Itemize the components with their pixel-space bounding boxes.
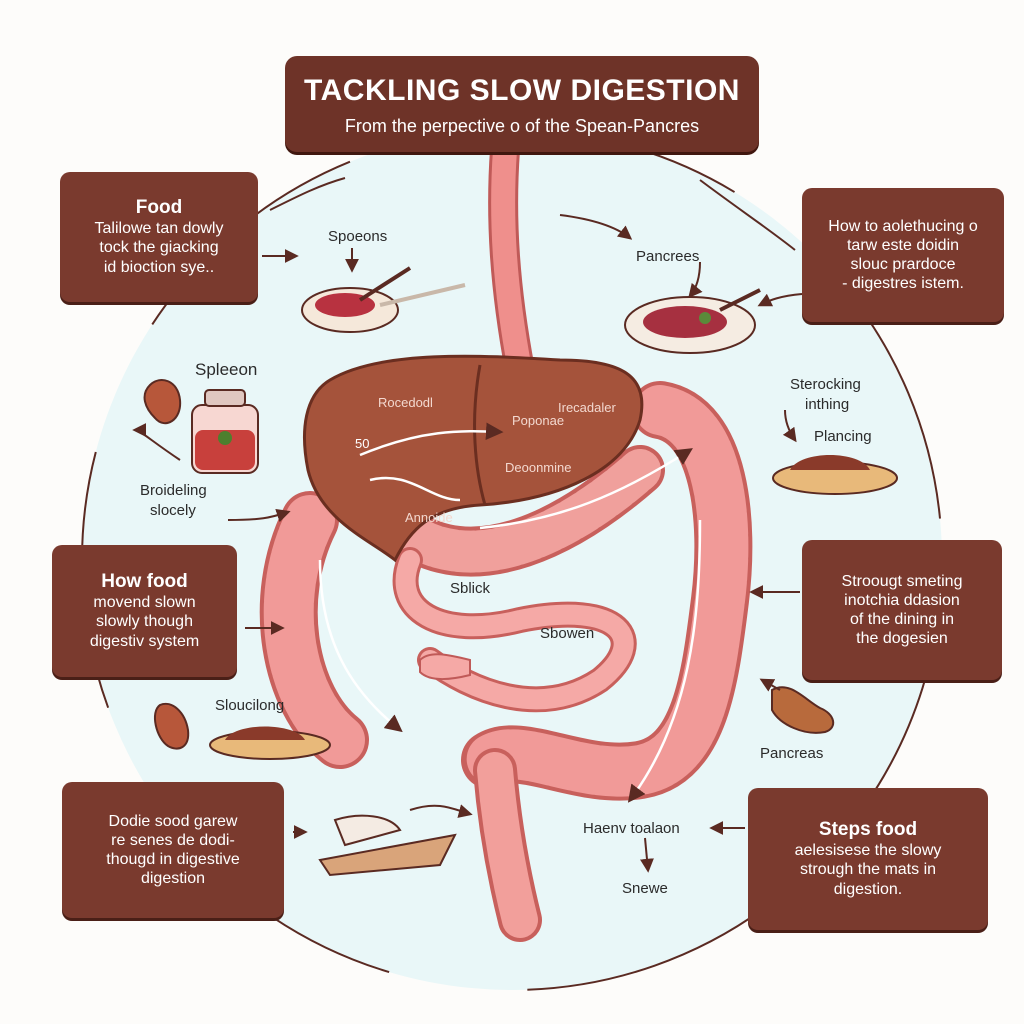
info-box-bottom-left: Dodie sood garew re senes de dodi- thoug… [62,782,284,918]
label-pancrees: Pancrees [636,248,700,265]
label-harvest: Haenv toalaon [583,820,680,837]
label-planning: Plancing [814,428,872,445]
box-text: of the dining in [849,611,955,628]
label-snewe: Snewe [622,880,668,897]
box-text: slowly though [96,613,193,631]
food-bowl-icon [301,266,466,333]
box-text: digestion. [833,880,903,898]
label-broadening: Broideling [140,482,207,499]
title-banner: TACKLING SLOW DIGESTION From the perpect… [285,56,759,152]
box-text: thougd in digestive [106,851,240,868]
page-title: TACKLING SLOW DIGESTION [304,74,740,107]
box-heading: Food [135,197,183,219]
box-text: digestion [140,870,206,888]
box-text: tock the giacking [99,239,219,257]
pancreas-icon [771,686,835,734]
label-pancreas: Pancreas [760,745,824,762]
label-shown: Sbowen [540,625,595,642]
info-box-mid-right: Stroougt smeting inotchia ddasion of the… [802,540,1002,680]
box-text: Stroougt smeting [841,572,963,590]
liver-label-e: Annoide [405,510,453,525]
box-heading: Steps food [818,819,918,841]
label-stretching: Sterocking [790,376,861,393]
box-text: tarw este doidin [846,236,960,254]
label-slowly: slocely [150,502,196,519]
liver-label-a: Rocedodl [378,395,433,410]
large-intestine [259,381,753,801]
food-plate-icon-left [209,726,331,760]
spleen-icon-lower [153,702,190,750]
liver [302,354,644,563]
box-text: id bioction sye.. [103,258,215,276]
hand-icon [419,653,471,681]
label-stick: Sblick [450,580,491,597]
box-text: re senes de dodi- [111,831,235,849]
food-plate-icon [772,455,898,495]
liver-number: 50 [355,436,370,451]
food-tray-icon [318,814,457,877]
info-box-mid-left: How food movend slown slowly though dige… [52,545,237,677]
box-text: aelesisese the slowy [794,842,942,860]
box-heading: How food [101,571,188,593]
page-subtitle: From the perpective o of the Spean-Pancr… [344,116,700,136]
liver-label-c: Irecadaler [558,400,616,415]
box-text: Dodie sood garew [108,812,238,830]
box-text: - digestres istem. [842,275,964,293]
box-text: the dogesien [856,630,948,648]
label-inthing: inthing [805,396,850,413]
info-box-top-left: Food Talilowe tan dowly tock the giackin… [60,172,258,302]
box-text: slouc prardoce [850,256,956,273]
spleen-icon [143,379,182,425]
box-text: How to aolethucing o [828,217,978,235]
box-text: Talilowe tan dowly [94,220,224,238]
salad-bowl-icon [624,288,761,354]
box-text: digestiv system [89,632,200,650]
jar-icon [191,389,259,474]
box-text: inotchia ddasion [844,591,960,609]
liver-label-b: Poponae [512,413,565,428]
connector-arrows [132,177,803,873]
label-slouching: Sloucilong [215,697,285,714]
box-text: strough the mats in [799,861,937,879]
box-text: movend slown [93,594,196,612]
info-box-bottom-right: Steps food aelesisese the slowy strough … [748,788,988,930]
liver-label-d: Deoonmine [505,460,572,475]
label-spoons: Spoeons [328,228,388,245]
label-spleen: Spleeon [195,360,258,379]
info-box-top-right: How to aolethucing o tarw este doidin sl… [802,188,1004,322]
